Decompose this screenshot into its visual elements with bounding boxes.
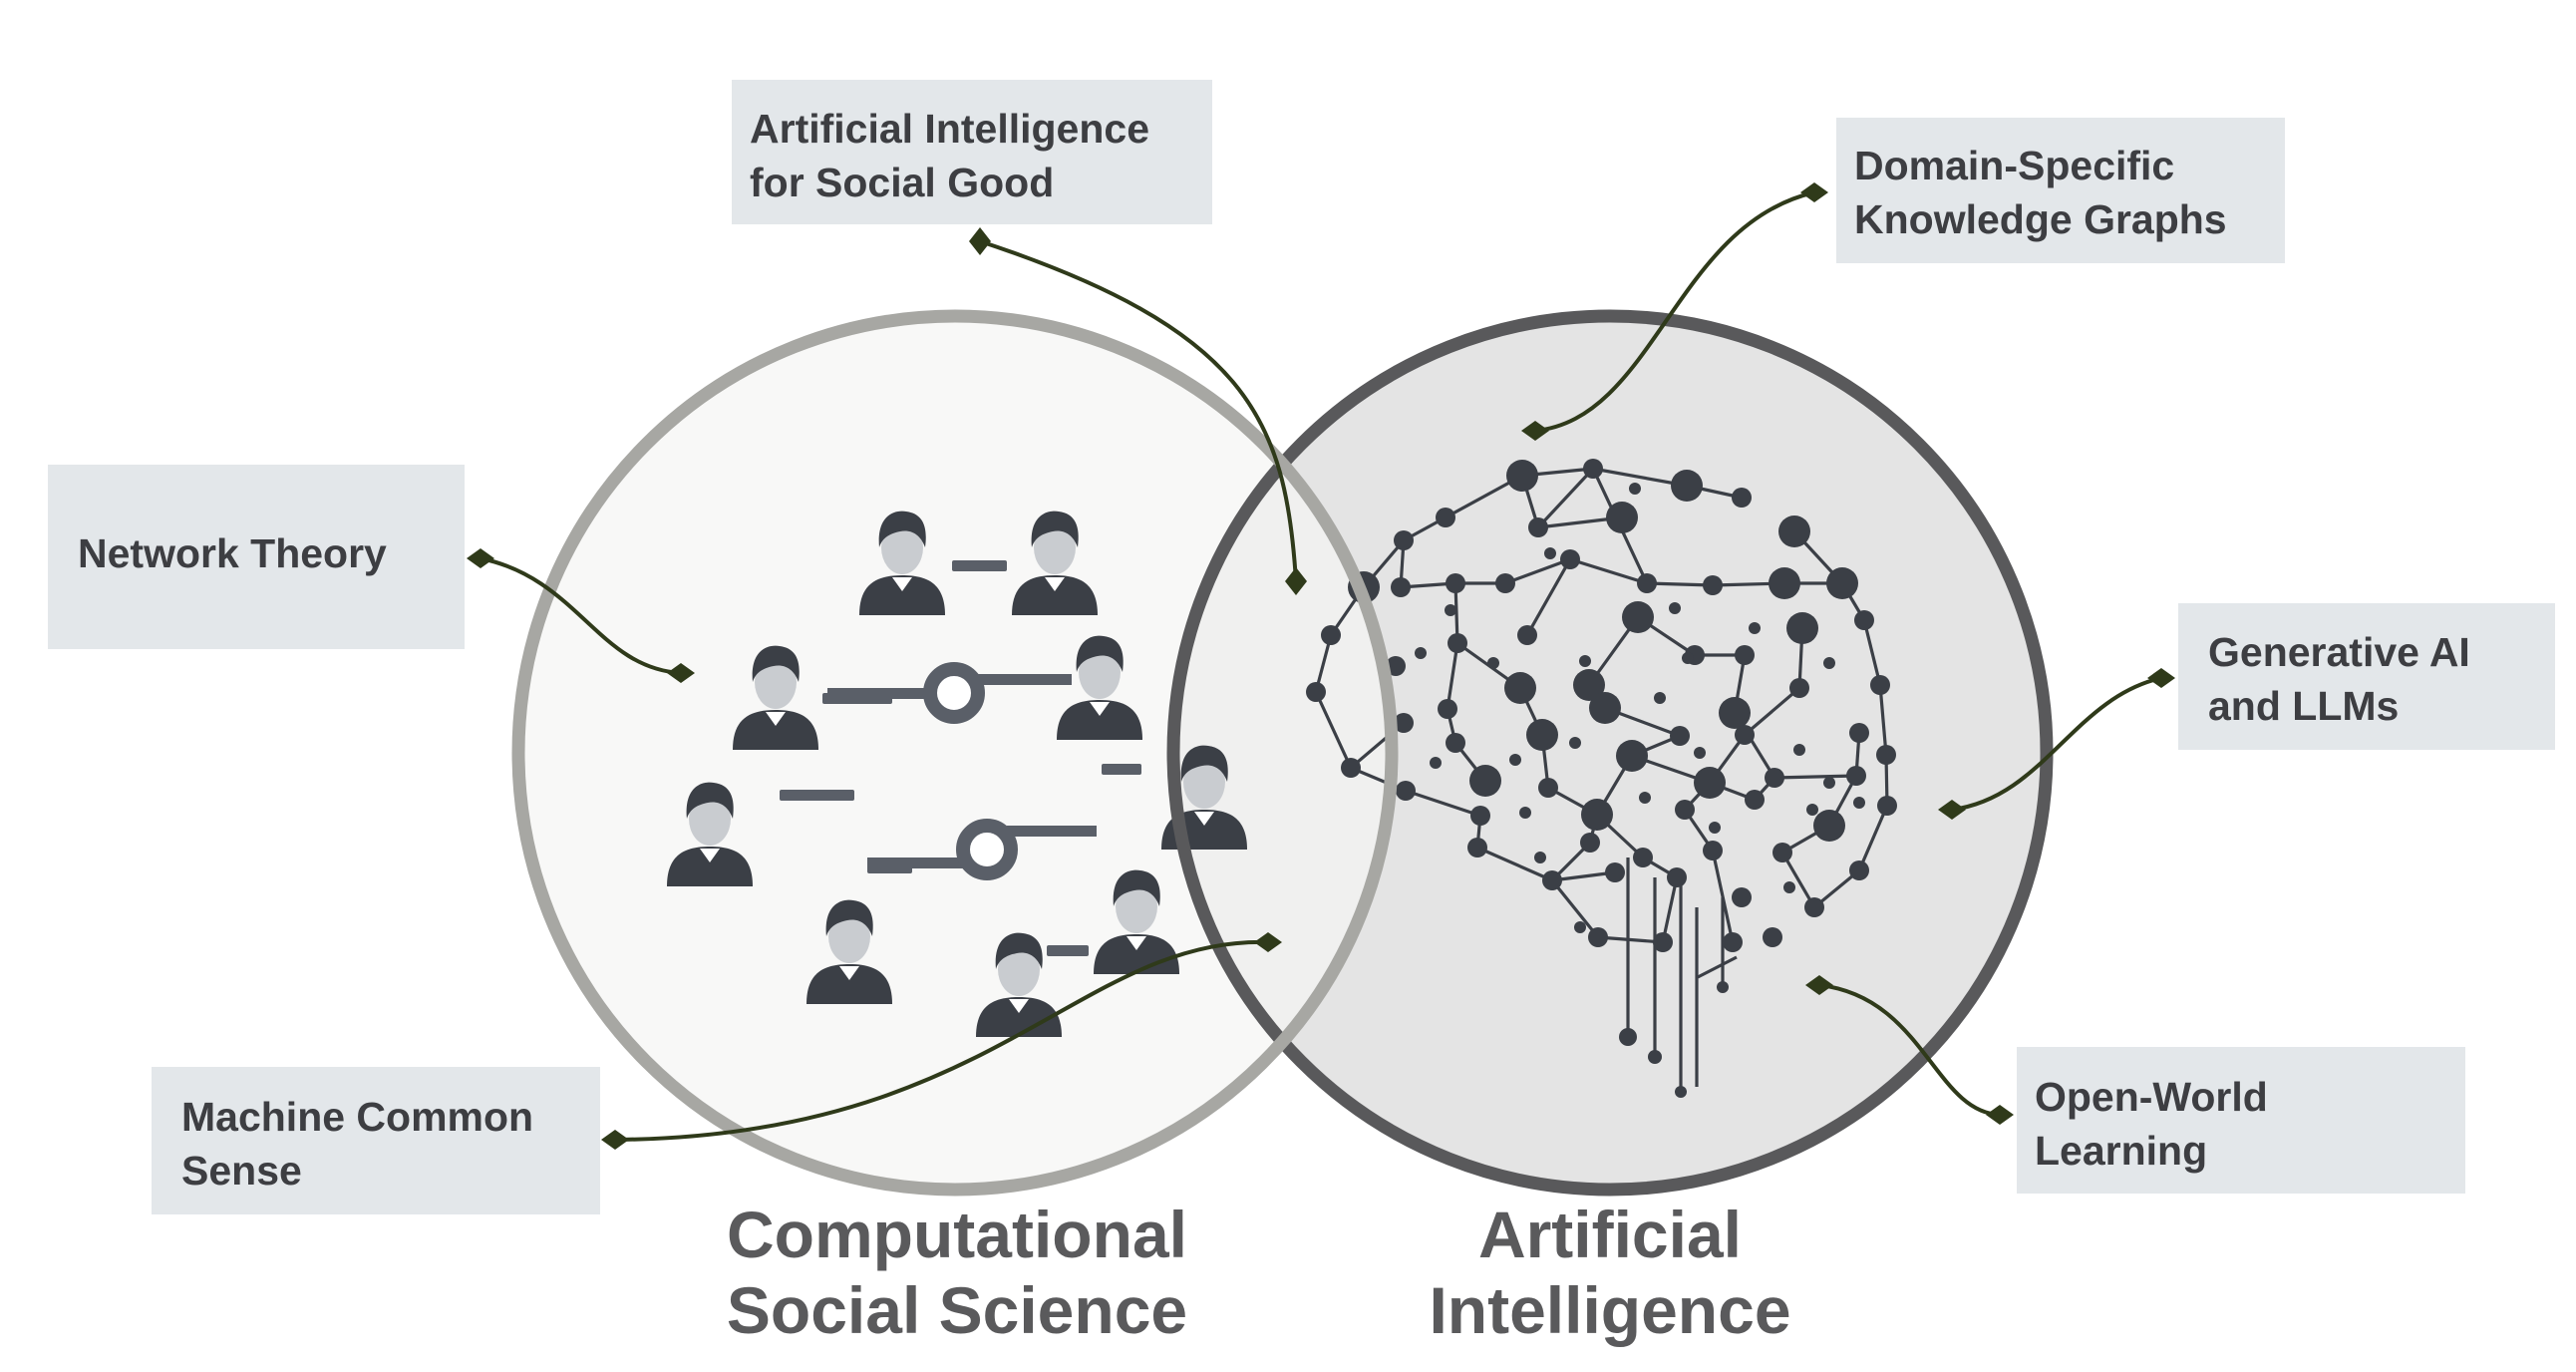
person-icon (1012, 511, 1098, 615)
label-line: Learning (2035, 1128, 2208, 1174)
connector-end-marker (1800, 182, 1828, 202)
label-network-theory: Network Theory (48, 465, 465, 649)
connector-end-marker (1285, 567, 1307, 595)
label-ai-for-social-good: Artificial Intelligence for Social Good (732, 80, 1212, 224)
ai-circle-ring (1166, 309, 2054, 1197)
connection-bar (1007, 826, 1097, 837)
connection-bar (1102, 764, 1141, 775)
circle-title-computational-social-science: Computational Social Science (658, 1197, 1256, 1348)
person-icon (667, 782, 753, 886)
circle-title-artificial-intelligence: Artificial Intelligence (1311, 1197, 1909, 1348)
connector-end-marker (1521, 421, 1549, 441)
connector-end-marker (467, 548, 494, 568)
connector-end-marker (1805, 975, 1833, 995)
label-line: Machine Common (181, 1094, 534, 1140)
css-circle-ring (511, 309, 1399, 1197)
label-line: Generative AI (2208, 629, 2470, 675)
label-line: for Social Good (750, 160, 1055, 205)
connector-end-marker (1254, 932, 1282, 952)
connector-generative-ai (1951, 676, 2162, 812)
title-line: Intelligence (1429, 1273, 1791, 1347)
label-line: Network Theory (78, 530, 387, 576)
brain-nodes (1306, 459, 1897, 952)
connection-bar (780, 790, 854, 801)
connection-bar (827, 688, 937, 699)
connection-node (923, 662, 985, 724)
connector-end-marker (2147, 668, 2175, 688)
connector-machine-common-sense (614, 939, 1269, 1142)
person-icon (806, 899, 892, 1004)
label-line: Sense (181, 1148, 302, 1194)
connection-bar (972, 674, 1072, 685)
label-line: and LLMs (2208, 683, 2400, 729)
title-line: Artificial (1477, 1198, 1743, 1271)
connector-domain-kg (1534, 190, 1815, 433)
connection-bar (867, 858, 967, 868)
brain-circuit-icon (1306, 459, 1897, 1098)
connector-network-theory (480, 556, 682, 675)
ai-circle-fill (1173, 316, 2047, 1190)
label-line: Domain-Specific (1854, 143, 2175, 188)
connector-end-marker (667, 663, 695, 683)
connector-end-marker (1938, 800, 1966, 820)
connection-bar (952, 560, 1007, 571)
connection-bar (1047, 945, 1089, 956)
label-line: Open-World (2035, 1074, 2268, 1120)
label-generative-ai-and-llms: Generative AI and LLMs (2178, 603, 2555, 750)
label-domain-specific-knowledge-graphs: Domain-Specific Knowledge Graphs (1836, 118, 2285, 263)
connector-end-marker (601, 1130, 629, 1150)
connector-end-marker (969, 227, 991, 255)
connection-node (956, 819, 1018, 880)
person-icon (859, 511, 945, 615)
connector-end-marker (1986, 1105, 2014, 1125)
label-machine-common-sense: Machine Common Sense (152, 1067, 600, 1214)
connector-ai-social-good (979, 239, 1298, 582)
label-line: Artificial Intelligence (750, 106, 1149, 152)
label-open-world-learning: Open-World Learning (2017, 1047, 2465, 1194)
people-network-icon (667, 511, 1247, 1037)
person-icon (976, 932, 1062, 1037)
person-icon (733, 645, 818, 750)
title-line: Computational (727, 1198, 1187, 1271)
label-line: Knowledge Graphs (1854, 196, 2227, 242)
title-line: Social Science (726, 1273, 1188, 1347)
person-icon (1057, 635, 1142, 740)
connector-open-world (1818, 983, 2001, 1117)
